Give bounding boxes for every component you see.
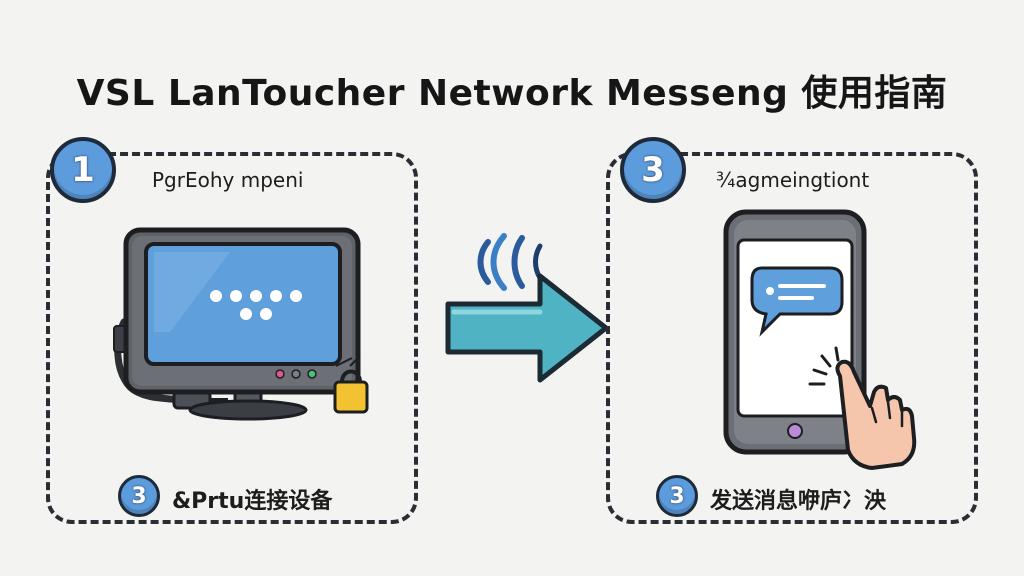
arrow-right-icon <box>445 273 609 383</box>
smartphone-icon <box>723 209 917 470</box>
step-number-badge: 1 <box>50 137 116 203</box>
step-footer-label: &Prtu连接设备 <box>172 489 333 514</box>
step-heading: PgrEohy mpeni <box>152 168 304 192</box>
step-heading: ¾agmeingtiont <box>716 168 870 192</box>
footer-number-badge: 3 <box>118 475 160 517</box>
step-number-badge: 3 <box>620 137 686 203</box>
step-panel-messaging <box>606 152 978 524</box>
step-panel-connect <box>46 152 418 524</box>
step-footer-label: 发送消息咿庐冫泱 <box>710 489 887 514</box>
page-title: VSL LanToucher Network Messeng 使用指南 <box>76 73 948 115</box>
footer-number-badge: 3 <box>656 475 698 517</box>
monitor-icon <box>113 227 369 421</box>
